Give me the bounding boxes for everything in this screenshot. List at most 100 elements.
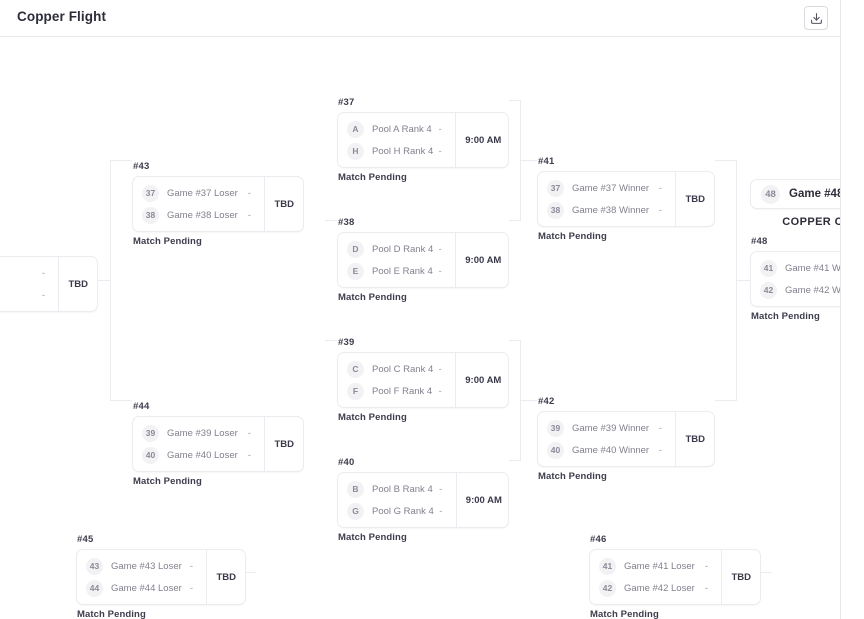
seed-badge: 41 <box>760 259 777 277</box>
match-40[interactable]: #40 B Pool B Rank 4 - G Pool G Rank 4 - … <box>337 457 509 543</box>
team-row[interactable]: 42 Game #42 Winner - <box>751 279 841 301</box>
page-title: Copper Flight <box>17 9 107 24</box>
team-row[interactable]: D Pool D Rank 4 - <box>338 238 455 260</box>
team-row[interactable]: 43 Game #43 Loser - <box>77 555 206 577</box>
bracket-canvas[interactable]: #37 A Pool A Rank 4 - H Pool H Rank 4 - … <box>0 37 841 619</box>
match-card[interactable]: 37 Game #37 Winner - 38 Game #38 Winner … <box>537 171 715 227</box>
match-card[interactable]: B Pool B Rank 4 - G Pool G Rank 4 - 9:00… <box>337 472 509 528</box>
match-card[interactable]: 43 Game #43 Loser - 44 Game #44 Loser - … <box>76 549 246 605</box>
match-card[interactable]: D Pool D Rank 4 - E Pool E Rank 4 - 9:00… <box>337 232 509 288</box>
team-name: Pool C Rank 4 <box>372 363 434 375</box>
team-row[interactable]: 42 Game #42 Loser - <box>590 577 721 599</box>
seed-badge: 48 <box>761 184 780 204</box>
champion-card[interactable]: 48 Game #48 Winner <box>750 179 840 209</box>
team-row[interactable]: 37 Game #37 Winner - <box>538 177 675 199</box>
team-row[interactable]: F Pool F Rank 4 - <box>338 380 455 402</box>
match-status: Match Pending <box>338 532 407 543</box>
seed-badge: B <box>347 480 364 498</box>
match-result: TBD <box>206 550 245 604</box>
team-score: - <box>247 187 252 199</box>
team-row[interactable]: 39 Game #39 Winner - <box>538 417 675 439</box>
champion-name: Game #48 Winner <box>789 188 840 200</box>
team-row[interactable]: C Pool C Rank 4 - <box>338 358 455 380</box>
connector <box>715 400 736 401</box>
connector <box>110 160 132 161</box>
team-row[interactable]: 37 Game #37 Loser - <box>133 182 264 204</box>
connector <box>760 572 772 573</box>
seed-badge: 38 <box>547 201 564 219</box>
match-label: #39 <box>338 337 355 348</box>
match-43[interactable]: #43 37 Game #37 Loser - 38 Game #38 Lose… <box>132 161 304 247</box>
match-label: #45 <box>77 534 94 545</box>
team-score: - <box>438 385 442 397</box>
team-name: Game #39 Loser <box>167 427 238 439</box>
match-48[interactable]: #48 41 Game #41 Winner - 42 Game #42 Win… <box>750 236 841 322</box>
team-score: - <box>658 444 663 456</box>
match-44[interactable]: #44 39 Game #39 Loser - 40 Game #40 Lose… <box>132 401 304 487</box>
team-name: Game #40 Winner <box>572 444 650 456</box>
connector <box>98 280 111 281</box>
team-row[interactable]: 40 Game #40 Loser - <box>133 444 264 466</box>
match-card[interactable]: C Pool C Rank 4 - F Pool F Rank 4 - 9:00… <box>337 352 509 408</box>
match-37[interactable]: #37 A Pool A Rank 4 - H Pool H Rank 4 - … <box>337 97 509 183</box>
match-result: TBD <box>264 177 303 231</box>
team-row[interactable]: E Pool E Rank 4 - <box>338 260 455 282</box>
team-row[interactable]: H Pool H Rank 4 - <box>338 140 455 162</box>
team-row[interactable]: B Pool B Rank 4 - <box>338 478 456 500</box>
match-label: #41 <box>538 156 555 167</box>
team-score: - <box>438 123 442 135</box>
match-card[interactable]: 37 Game #37 Loser - 38 Game #38 Loser - … <box>132 176 304 232</box>
team-row[interactable]: G Pool G Rank 4 - <box>338 500 456 522</box>
team-name: Game #42 Winner <box>785 284 841 296</box>
team-name: Game #44 Loser <box>111 582 182 594</box>
seed-badge: 40 <box>142 446 159 464</box>
match-teams: 41 Game #41 Loser - 42 Game #42 Loser - <box>590 550 721 604</box>
team-score: - <box>247 427 252 439</box>
team-score: - <box>247 449 252 461</box>
team-name: inner <box>0 268 36 279</box>
team-name: Pool D Rank 4 <box>372 243 434 255</box>
match-42[interactable]: #42 39 Game #39 Winner - 40 Game #40 Win… <box>537 396 715 482</box>
team-row[interactable]: 41 Game #41 Loser - <box>590 555 721 577</box>
team-row[interactable]: inner - <box>0 262 58 284</box>
team-score: - <box>658 422 663 434</box>
match-38[interactable]: #38 D Pool D Rank 4 - E Pool E Rank 4 - … <box>337 217 509 303</box>
match-card[interactable]: 41 Game #41 Loser - 42 Game #42 Loser - … <box>589 549 761 605</box>
download-button[interactable] <box>804 6 828 30</box>
match-teams: inner - inner - <box>0 257 58 311</box>
champion-block[interactable]: 48 Game #48 Winner COPPER CHAMPION <box>750 179 840 228</box>
team-row[interactable]: 38 Game #38 Winner - <box>538 199 675 221</box>
match-label: #37 <box>338 97 355 108</box>
seed-badge: A <box>347 120 364 138</box>
match-card[interactable]: 39 Game #39 Winner - 40 Game #40 Winner … <box>537 411 715 467</box>
match-teams: D Pool D Rank 4 - E Pool E Rank 4 - <box>338 233 455 287</box>
match-card[interactable]: inner - inner - TBD <box>0 256 98 312</box>
seed-badge: 42 <box>599 579 616 597</box>
match-status: Match Pending <box>133 476 202 487</box>
seed-badge: C <box>347 360 364 378</box>
panel-header: Copper Flight <box>0 0 840 37</box>
champion-caption: COPPER CHAMPION <box>782 216 840 228</box>
bracket-panel: Copper Flight <box>0 0 841 619</box>
team-row[interactable]: 40 Game #40 Winner - <box>538 439 675 461</box>
match-45[interactable]: #45 43 Game #43 Loser - 44 Game #44 Lose… <box>76 534 246 619</box>
match-39[interactable]: #39 C Pool C Rank 4 - F Pool F Rank 4 - … <box>337 337 509 423</box>
connector <box>520 160 537 161</box>
team-row[interactable]: 38 Game #38 Loser - <box>133 204 264 226</box>
match-41[interactable]: #41 37 Game #37 Winner - 38 Game #38 Win… <box>537 156 715 242</box>
match-label: #44 <box>133 401 150 412</box>
match-status: Match Pending <box>133 236 202 247</box>
match-card[interactable]: 39 Game #39 Loser - 40 Game #40 Loser - … <box>132 416 304 472</box>
match-46[interactable]: #46 41 Game #41 Loser - 42 Game #42 Lose… <box>589 534 761 619</box>
team-name: Game #43 Loser <box>111 560 182 572</box>
team-row[interactable]: A Pool A Rank 4 - <box>338 118 455 140</box>
team-row[interactable]: 39 Game #39 Loser - <box>133 422 264 444</box>
match-label: #43 <box>133 161 150 172</box>
team-row[interactable]: inner - <box>0 284 58 306</box>
team-row[interactable]: 44 Game #44 Loser - <box>77 577 206 599</box>
match-47-clipped[interactable]: inner - inner - TBD <box>0 256 98 312</box>
match-card[interactable]: A Pool A Rank 4 - H Pool H Rank 4 - 9:00… <box>337 112 509 168</box>
team-name: Game #37 Loser <box>167 187 238 199</box>
match-card[interactable]: 41 Game #41 Winner - 42 Game #42 Winner … <box>750 251 841 307</box>
team-row[interactable]: 41 Game #41 Winner - <box>751 257 840 279</box>
